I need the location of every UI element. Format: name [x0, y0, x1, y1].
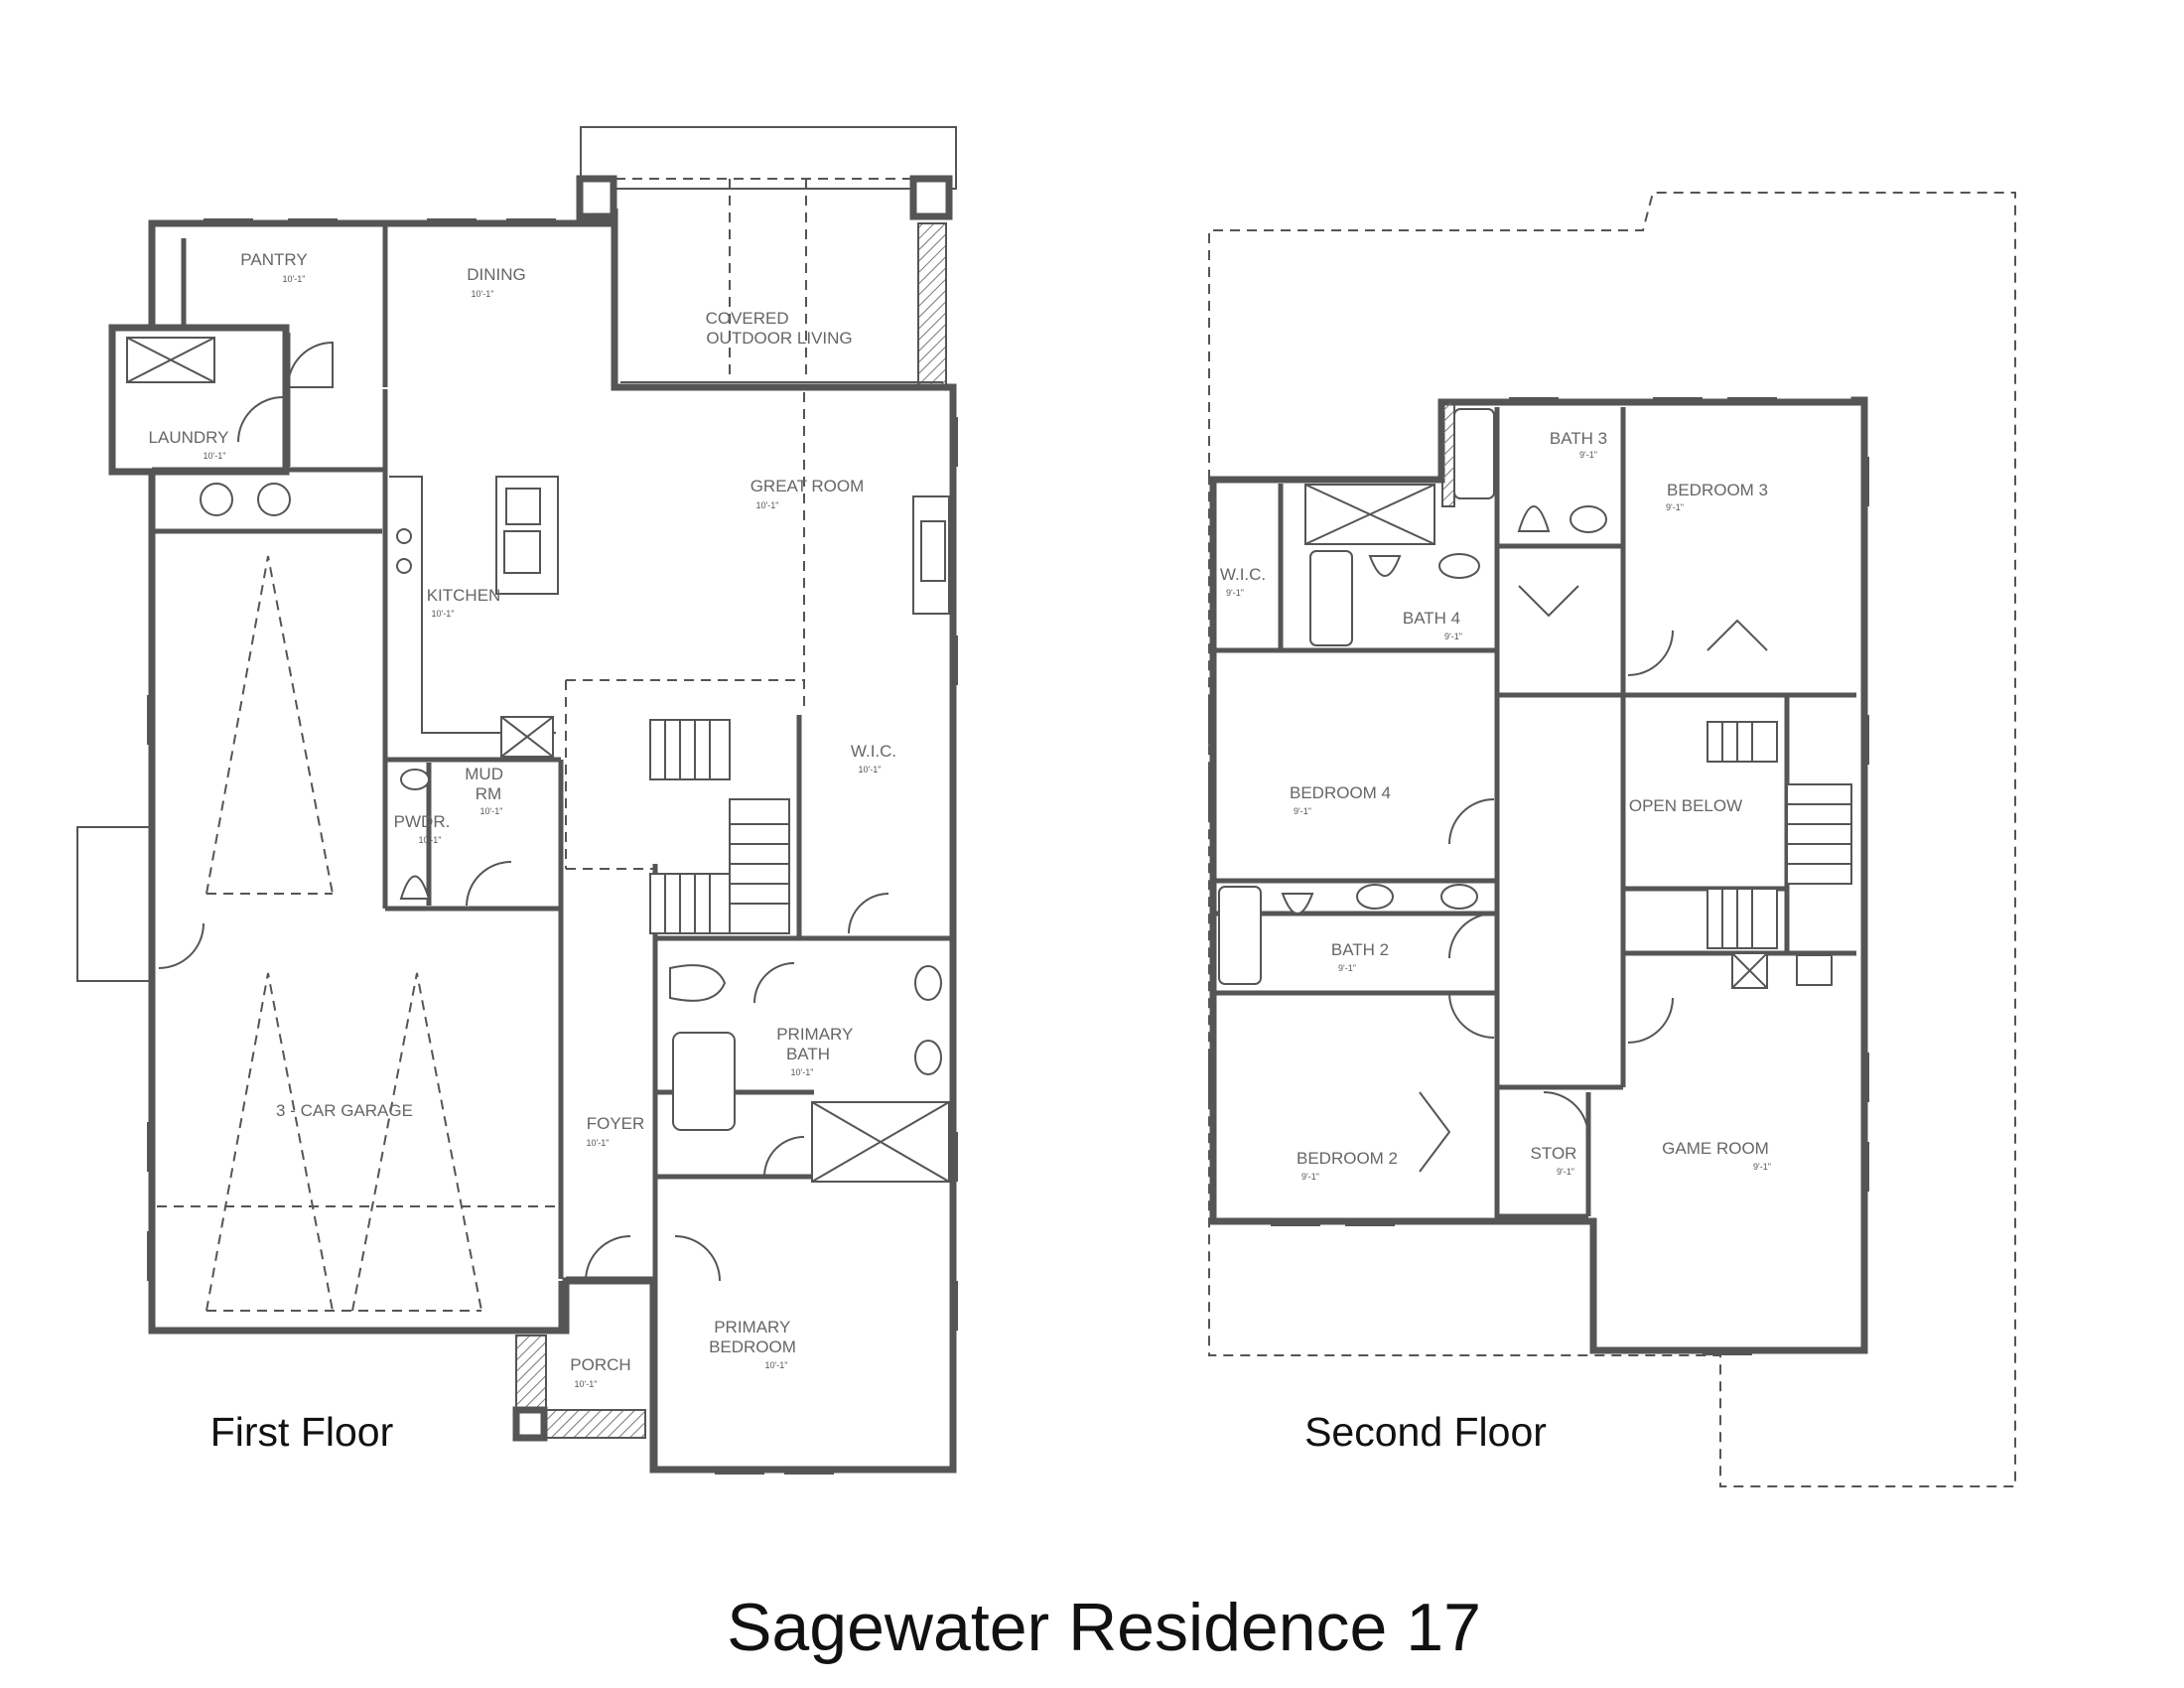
- room-label-outdoor-line-2: OUTDOOR LIVING: [706, 329, 852, 348]
- room-label-primary-bedroom: PRIMARY BEDROOM: [709, 1318, 796, 1356]
- outdoor-wall-hatch: [917, 222, 947, 386]
- room-label-wic-2: W.I.C.: [1220, 565, 1266, 584]
- room-label-covered-outdoor-living: COVERED OUTDOOR LIVING: [706, 309, 853, 348]
- room-label-wic: W.I.C.: [851, 742, 896, 761]
- room-label-open-below: OPEN BELOW: [1629, 796, 1742, 815]
- porch-column: [576, 175, 617, 220]
- room-dim-stor: 9'-1": [1557, 1167, 1574, 1177]
- room-label-mud-line-1: MUD: [465, 765, 503, 783]
- room-label-bath-3: BATH 3: [1550, 429, 1607, 448]
- room-dim-bedroom-2: 9'-1": [1301, 1172, 1319, 1182]
- room-dim-mud-rm: 10'-1": [480, 806, 503, 816]
- room-label-bedroom-2: BEDROOM 2: [1297, 1149, 1398, 1168]
- room-label-game-room: GAME ROOM: [1662, 1139, 1769, 1158]
- room-dim-bedroom-4: 9'-1": [1294, 806, 1311, 816]
- room-dim-great-room: 10'-1": [756, 500, 779, 510]
- room-dim-wic: 10'-1": [859, 765, 882, 774]
- outdoor-roof-outline: [580, 126, 957, 190]
- room-dim-laundry: 10'-1": [204, 451, 226, 461]
- porch-column: [909, 175, 953, 220]
- room-label-outdoor-line-1: COVERED: [706, 309, 789, 328]
- room-dim-game-room: 9'-1": [1753, 1162, 1771, 1172]
- room-label-pbed-line-1: PRIMARY: [714, 1318, 790, 1336]
- second-floor-room-labels: BATH 3 9'-1" BEDROOM 3 9'-1" W.I.C. 9'-1…: [1220, 429, 1771, 1182]
- second-floor-plan: BATH 3 9'-1" BEDROOM 3 9'-1" W.I.C. 9'-1…: [1208, 192, 2016, 1487]
- room-label-bath-2: BATH 2: [1331, 940, 1389, 959]
- first-floor-stairs: [649, 719, 790, 934]
- room-label-garage: 3 - CAR GARAGE: [276, 1101, 413, 1120]
- room-label-laundry: LAUNDRY: [149, 428, 229, 447]
- room-label-foyer: FOYER: [587, 1114, 645, 1133]
- room-label-kitchen: KITCHEN: [427, 586, 501, 605]
- room-label-great-room: GREAT ROOM: [751, 477, 865, 495]
- room-dim-pantry: 10'-1": [283, 274, 306, 284]
- room-label-pantry: PANTRY: [240, 250, 307, 269]
- room-dim-bedroom-3: 9'-1": [1666, 502, 1684, 512]
- room-label-bath-4: BATH 4: [1403, 609, 1460, 628]
- room-dim-kitchen: 10'-1": [432, 609, 455, 619]
- room-label-mud-line-2: RM: [476, 784, 501, 803]
- room-dim-bath-2: 9'-1": [1338, 963, 1356, 973]
- plan-title: Sagewater Residence 17: [727, 1590, 1481, 1665]
- garage-side-outline: [76, 826, 153, 982]
- room-label-porch: PORCH: [570, 1355, 630, 1374]
- room-label-pwdr: PWDR.: [394, 812, 451, 831]
- first-floor-room-labels: PANTRY 10'-1" DINING 10'-1" COVERED OUTD…: [149, 250, 897, 1389]
- room-dim-pwdr: 10'-1": [419, 835, 442, 845]
- room-label-stor: STOR: [1531, 1144, 1577, 1163]
- room-dim-bath-4: 9'-1": [1444, 632, 1462, 641]
- room-label-pbath-line-2: BATH: [786, 1045, 830, 1063]
- room-label-pbath-line-1: PRIMARY: [776, 1025, 853, 1044]
- room-dim-primary-bedroom: 10'-1": [765, 1360, 788, 1370]
- room-dim-primary-bath: 10'-1": [791, 1067, 814, 1077]
- second-floor-caption: Second Floor: [1304, 1409, 1547, 1455]
- room-label-bedroom-3: BEDROOM 3: [1667, 481, 1768, 499]
- room-dim-bath-3: 9'-1": [1579, 450, 1597, 460]
- first-floor-caption: First Floor: [210, 1409, 394, 1455]
- room-label-primary-bath: PRIMARY BATH: [776, 1025, 858, 1063]
- room-label-bedroom-4: BEDROOM 4: [1290, 783, 1391, 802]
- room-label-dining: DINING: [467, 265, 526, 284]
- room-label-pbed-line-2: BEDROOM: [709, 1337, 796, 1356]
- room-dim-foyer: 10'-1": [587, 1138, 610, 1148]
- room-dim-dining: 10'-1": [472, 289, 494, 299]
- first-floor-plan: PANTRY 10'-1" DINING 10'-1" COVERED OUTD…: [76, 126, 958, 1475]
- room-dim-wic-2: 9'-1": [1226, 588, 1244, 598]
- room-label-mud-rm: MUD RM: [465, 765, 507, 803]
- room-dim-porch: 10'-1": [575, 1379, 598, 1389]
